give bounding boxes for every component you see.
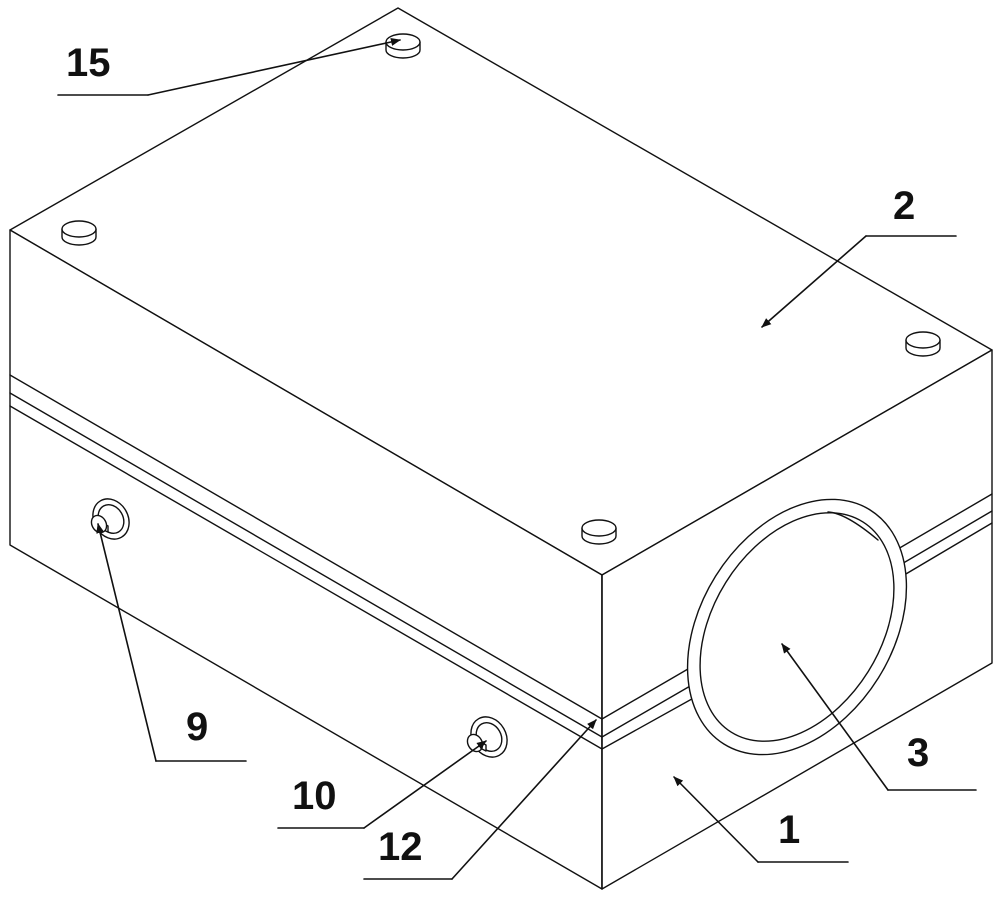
top-bolt: [581, 519, 617, 545]
bore: [686, 498, 908, 756]
callout-label: 9: [186, 705, 208, 749]
callout-label: 3: [907, 731, 929, 775]
callout-label: 2: [893, 184, 915, 228]
top-bolts: [61, 33, 941, 545]
callout-label: 1: [778, 808, 800, 852]
seam-strip: [9, 374, 993, 750]
bore-inner-ring: [699, 512, 895, 742]
callout-label: 10: [292, 774, 337, 818]
callout-label: 12: [378, 825, 423, 869]
callout-2: 2: [761, 184, 957, 328]
callout-15: 15: [57, 38, 401, 96]
top-bolt: [61, 220, 97, 246]
callout-3: 3: [781, 643, 977, 791]
top-bolt: [385, 33, 421, 59]
box-body: [9, 7, 993, 890]
bore-outer-ring: [686, 498, 908, 756]
callout-9: 9: [96, 523, 247, 762]
callout-1: 1: [673, 776, 849, 863]
callout-10: 10: [277, 740, 487, 829]
callout-12: 12: [363, 719, 597, 880]
callout-label: 15: [66, 41, 111, 85]
top-bolt: [905, 331, 941, 357]
